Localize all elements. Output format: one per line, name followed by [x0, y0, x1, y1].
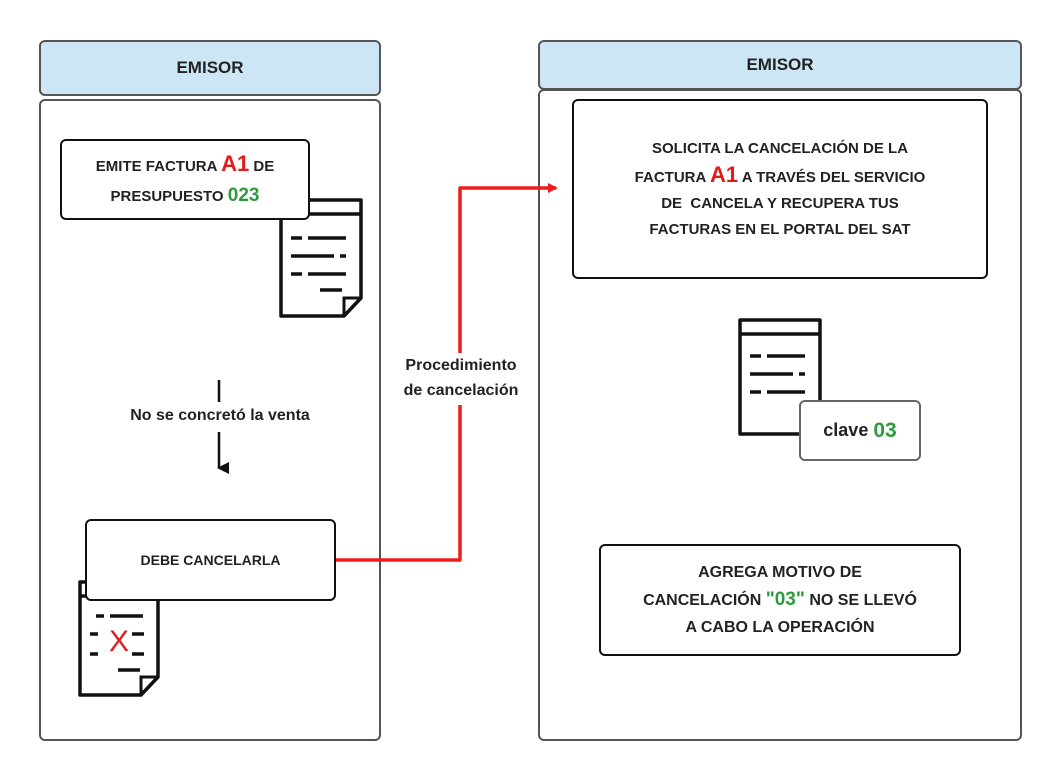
right-panel-header: EMISOR: [538, 40, 1022, 90]
right-panel-title: EMISOR: [746, 55, 814, 74]
left-panel-title: EMISOR: [176, 58, 244, 77]
left-panel-header: EMISOR: [39, 40, 381, 96]
key-value: 03: [873, 418, 897, 442]
reason-code: "03": [765, 589, 805, 610]
emit-invoice-box: EMITE FACTURA A1 DE PRESUPUESTO 023: [60, 139, 310, 220]
invoice-id: A1: [221, 150, 250, 176]
budget-id: 023: [227, 184, 260, 206]
no-sale-label: No se concretó la venta: [90, 404, 350, 430]
request-cancellation-box: SOLICITA LA CANCELACIÓN DE LA FACTURA A1…: [572, 99, 988, 279]
key-badge: clave 03: [799, 400, 921, 461]
must-cancel-box: DEBE CANCELARLA: [85, 519, 336, 601]
cancellation-reason-box: AGREGA MOTIVO DE CANCELACIÓN "03" NO SE …: [599, 544, 961, 656]
cancellation-procedure-label: Procedimiento de cancelación: [385, 353, 537, 405]
cancel-x-mark: X: [108, 625, 129, 658]
invoice-id: A1: [709, 161, 739, 187]
